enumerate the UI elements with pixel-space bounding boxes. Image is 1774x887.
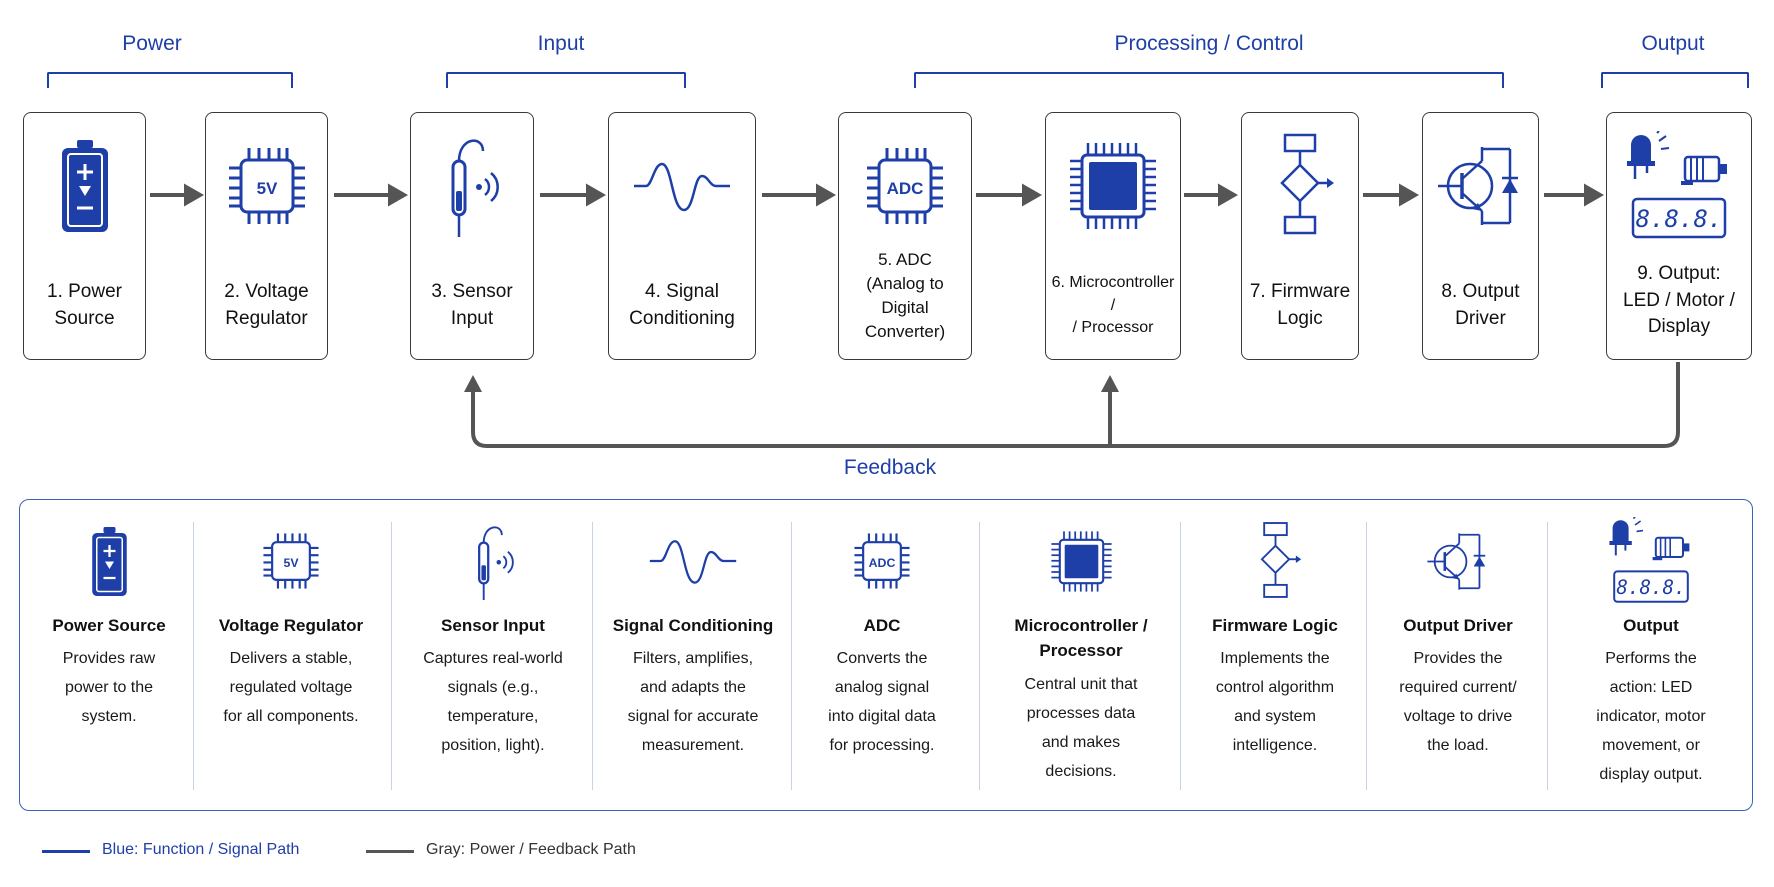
detail-desc: Central unit that processes data and mak… — [1024, 676, 1138, 781]
stage-label: 2. Voltage Regulator — [224, 281, 309, 329]
stage-voltage-regulator: 5V 2. Voltage Regulator — [205, 112, 328, 360]
detail-desc: Provides raw power to the system. — [62, 650, 156, 726]
detail-title: Microcontroller / Processor — [1014, 616, 1148, 660]
svg-text:ADC: ADC — [869, 556, 896, 570]
detail-title: ADC — [863, 616, 901, 635]
stage-label: 5. ADC (Analog to Digital Converter) — [864, 250, 946, 341]
stage-label: 8. Output Driver — [1441, 281, 1520, 329]
detail-title: Firmware Logic — [1212, 616, 1338, 635]
detail-title: Voltage Regulator — [218, 616, 364, 635]
detail-desc: Implements the control algorithm and sys… — [1215, 650, 1335, 755]
microcontroller-chip-icon — [1050, 530, 1112, 592]
svg-text:ADC: ADC — [887, 179, 924, 198]
flowchart-icon — [1260, 521, 1301, 598]
legend-blue-label: Blue: Function / Signal Path — [102, 841, 300, 858]
group-label-power: Power — [122, 32, 182, 55]
stage-adc: ADC 5. ADC (Analog to Digital Converter) — [838, 112, 972, 360]
legend-blue-line — [42, 850, 90, 853]
stage-microcontroller: 6. Microcontroller / / Processor — [1045, 112, 1181, 360]
stage-label: 7. Firmware Logic — [1249, 281, 1351, 329]
feedback-arrowhead-mcu — [1101, 375, 1119, 392]
detail-title: Signal Conditioning — [612, 616, 774, 635]
detail-title: Sensor Input — [441, 616, 545, 635]
column-divider — [979, 522, 980, 790]
feedback-arrowhead-sensor — [464, 375, 482, 392]
detail-desc: Performs the action: LED indicator, moto… — [1596, 650, 1706, 784]
column-divider — [592, 522, 593, 790]
legend-gray-line — [366, 850, 414, 853]
column-divider — [1180, 522, 1181, 790]
group-label-input: Input — [537, 32, 585, 55]
column-divider — [791, 522, 792, 790]
feedback-label: Feedback — [843, 456, 937, 479]
legend-gray-label: Gray: Power / Feedback Path — [426, 841, 636, 858]
led-motor-display-icon: 8.8.8. — [1627, 131, 1727, 239]
detail-title: Power Source — [52, 616, 166, 635]
sensor-probe-icon — [477, 525, 514, 600]
feedback-path — [471, 362, 1680, 448]
adc-chip-icon: ADC — [867, 148, 943, 224]
bracket-input — [446, 72, 686, 88]
voltage-regulator-chip-icon: 5V — [228, 148, 305, 224]
sensor-probe-icon — [451, 139, 499, 237]
stage-output: 8.8.8. 9. Output: LED / Motor / Display — [1606, 112, 1752, 360]
flowchart-icon — [1280, 133, 1334, 235]
detail-desc: Filters, amplifies, and adapts the signa… — [627, 650, 759, 755]
group-label-output: Output — [1641, 32, 1705, 55]
stage-label: 3. Sensor Input — [431, 281, 513, 329]
bracket-processing — [914, 72, 1504, 88]
adc-chip-icon: ADC — [854, 533, 910, 589]
column-divider — [193, 522, 194, 790]
bracket-power — [47, 72, 293, 88]
svg-text:8.8.8.: 8.8.8. — [1636, 205, 1723, 233]
column-divider — [1366, 522, 1367, 790]
waveform-icon — [634, 162, 730, 212]
arrows-layer — [150, 183, 1680, 448]
battery-icon — [91, 526, 127, 596]
stage-output-driver: 8. Output Driver — [1422, 112, 1539, 360]
column-divider — [1547, 522, 1548, 790]
stage-firmware-logic: 7. Firmware Logic — [1241, 112, 1359, 360]
microcontroller-chip-icon — [1070, 143, 1156, 229]
waveform-icon — [649, 540, 737, 584]
detail-desc: Provides the required current/ voltage t… — [1399, 650, 1517, 755]
stage-power-source: 1. Power Source — [23, 112, 146, 360]
bracket-output — [1601, 72, 1749, 88]
detail-panel — [19, 499, 1753, 811]
detail-desc: Delivers a stable, regulated voltage for… — [223, 650, 359, 726]
svg-text:5V: 5V — [283, 556, 299, 570]
stage-label: 9. Output: LED / Motor / Display — [1623, 263, 1735, 338]
led-motor-display-icon: 8.8.8. — [1609, 517, 1690, 603]
stage-label: 6. Microcontroller / / Processor — [1051, 274, 1175, 337]
group-label-processing: Processing / Control — [1114, 32, 1304, 55]
battery-icon — [61, 140, 108, 232]
transistor-icon — [1437, 147, 1518, 225]
detail-desc: Converts the analog signal into digital … — [828, 650, 936, 755]
detail-title: Output Driver — [1403, 616, 1513, 635]
detail-adc: ADC ADC Converts the analog signal into d… — [797, 520, 967, 790]
stage-label: 4. Signal Conditioning — [629, 281, 735, 329]
voltage-regulator-chip-icon: 5V — [263, 533, 319, 589]
detail-title: Output — [1623, 616, 1679, 635]
stage-sensor-input: 3. Sensor Input — [410, 112, 534, 360]
svg-text:5V: 5V — [256, 179, 277, 198]
svg-text:8.8.8.: 8.8.8. — [1616, 576, 1685, 599]
stage-label: 1. Power Source — [47, 281, 122, 329]
transistor-icon — [1426, 532, 1485, 590]
column-divider — [391, 522, 392, 790]
stage-signal-conditioning: 4. Signal Conditioning — [608, 112, 756, 360]
detail-desc: Captures real-world signals (e.g., tempe… — [423, 650, 563, 755]
